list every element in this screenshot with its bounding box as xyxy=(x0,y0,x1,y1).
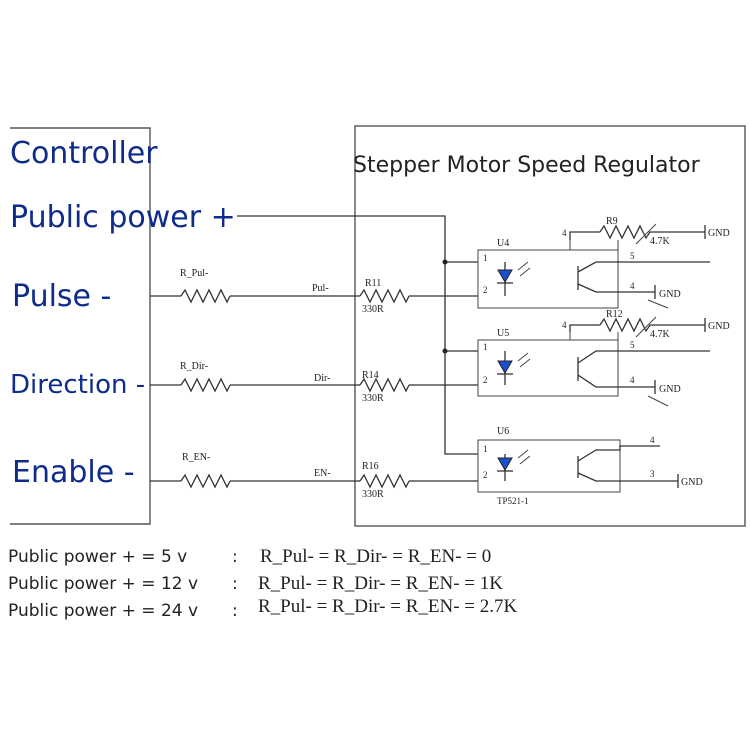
dir-terminal-label: Dir- xyxy=(314,373,330,384)
pul-terminal-label: Pul- xyxy=(312,283,329,294)
r-dir-label: R_Dir- xyxy=(180,361,208,372)
u5-pin5: 5 xyxy=(630,340,635,350)
u5-label: U5 xyxy=(497,328,509,339)
enable-label: Enable - xyxy=(12,455,135,490)
r-pul-resistor xyxy=(180,288,231,304)
note-supply: Public power + = 24 v xyxy=(8,601,198,621)
u6-pin1: 1 xyxy=(483,444,488,454)
u4-label: U4 xyxy=(497,238,509,249)
r-en-resistor xyxy=(180,473,231,489)
regulator-box xyxy=(354,125,746,527)
note-separator: : xyxy=(232,574,238,594)
r11-value: 330R xyxy=(362,304,384,315)
u6-pin4: 4 xyxy=(650,435,655,445)
u5-top-pin4: 4 xyxy=(562,320,567,330)
note-rule: R_Pul- = R_Dir- = R_EN- = 1K xyxy=(258,573,503,594)
r14-label: R14 xyxy=(362,370,379,381)
u4-pin5: 5 xyxy=(630,251,635,261)
u4-top-pin4: 4 xyxy=(562,228,567,238)
ground-symbol xyxy=(640,380,669,407)
note-separator: : xyxy=(232,601,238,621)
r16-value: 330R xyxy=(362,489,384,500)
r14-value: 330R xyxy=(362,393,384,404)
regulator-title: Stepper Motor Speed Regulator xyxy=(353,153,701,178)
u4-bottom-gnd: GND xyxy=(659,289,681,300)
optocoupler-u5 xyxy=(477,332,710,397)
public-power-wire xyxy=(237,215,478,455)
u5-pin2: 2 xyxy=(483,375,488,385)
direction-wire xyxy=(150,377,478,393)
r12-value: 4.7K xyxy=(650,329,671,340)
r16-resistor xyxy=(359,473,410,489)
optocoupler-u6 xyxy=(477,439,678,493)
r12-resistor xyxy=(569,316,705,338)
r16-label: R16 xyxy=(362,461,379,472)
note-supply: Public power + = 12 v xyxy=(8,574,198,594)
enable-wire xyxy=(150,473,478,489)
public-power-label: Public power + xyxy=(10,200,236,235)
note-supply: Public power + = 5 v xyxy=(8,547,187,567)
r14-resistor xyxy=(359,377,410,393)
note-separator: : xyxy=(232,547,238,567)
r9-label: R9 xyxy=(606,216,618,227)
u6-gnd: GND xyxy=(681,477,703,488)
r11-resistor xyxy=(359,288,410,304)
r-en-label: R_EN- xyxy=(182,452,210,463)
u4-pin4: 4 xyxy=(630,281,635,291)
u4-pin2: 2 xyxy=(483,285,488,295)
u6-part-number: TP521-1 xyxy=(497,496,529,506)
u5-bottom-gnd: GND xyxy=(659,384,681,395)
note-rule: R_Pul- = R_Dir- = R_EN- = 2.7K xyxy=(258,596,518,617)
ground-symbol xyxy=(640,285,669,309)
r11-label: R11 xyxy=(365,278,381,289)
u4-top-gnd: GND xyxy=(708,228,730,239)
pulse-label: Pulse - xyxy=(12,279,111,314)
notes: Public power + = 5 v : R_Pul- = R_Dir- =… xyxy=(8,546,518,621)
u5-pin4: 4 xyxy=(630,375,635,385)
u6-pin3: 3 xyxy=(650,469,655,479)
r-pul-label: R_Pul- xyxy=(180,268,208,279)
en-terminal-label: EN- xyxy=(314,468,331,479)
r9-resistor xyxy=(569,223,705,245)
u5-pin1: 1 xyxy=(483,342,488,352)
u4-pin1: 1 xyxy=(483,253,488,263)
r-dir-resistor xyxy=(180,377,231,393)
r9-value: 4.7K xyxy=(650,236,671,247)
controller-title: Controller xyxy=(10,136,158,171)
pulse-wire xyxy=(150,288,478,304)
direction-label: Direction - xyxy=(10,370,145,400)
optocoupler-u4 xyxy=(477,240,710,309)
controller-box xyxy=(10,127,151,525)
u6-label: U6 xyxy=(497,426,509,437)
r12-label: R12 xyxy=(606,309,623,320)
u6-pin2: 2 xyxy=(483,470,488,480)
note-rule: R_Pul- = R_Dir- = R_EN- = 0 xyxy=(260,546,491,567)
u5-top-gnd: GND xyxy=(708,321,730,332)
